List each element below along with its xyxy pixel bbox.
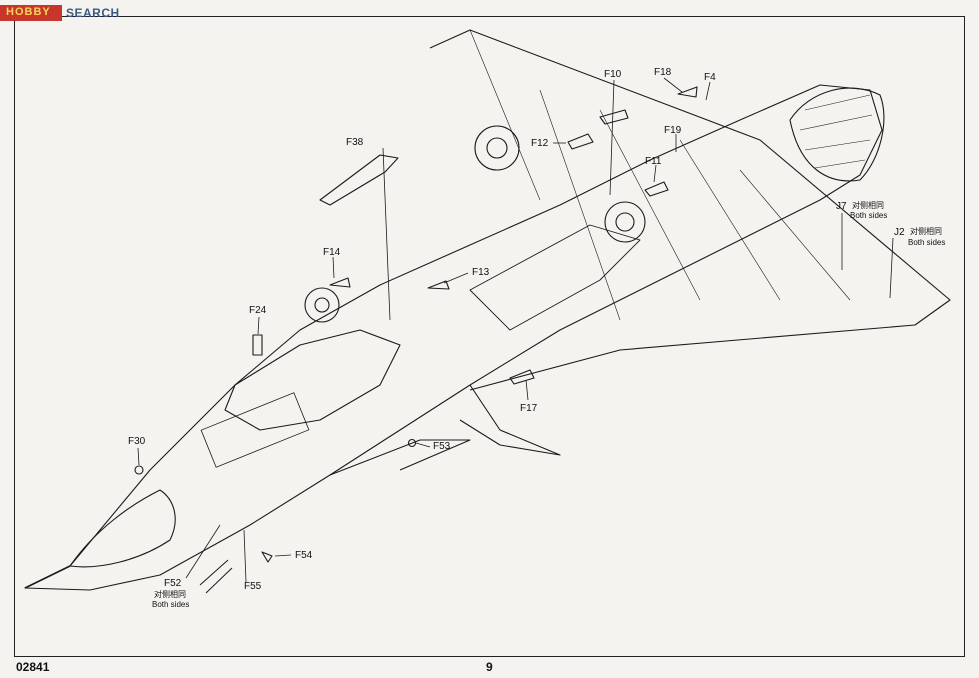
nose-cone xyxy=(69,489,176,568)
part-F18 xyxy=(677,86,698,98)
hobbysearch-watermark: HOBBY SEARCH xyxy=(0,4,120,22)
label-F12: F12 xyxy=(531,138,549,149)
engine-nozzle xyxy=(789,87,885,182)
label-F24: F24 xyxy=(249,305,267,316)
label-F52: F52 xyxy=(164,578,182,589)
part-F24 xyxy=(252,334,263,356)
note-F52-cn: 对侧相同 xyxy=(154,590,186,599)
nose-wheel xyxy=(304,287,340,323)
leader-lines xyxy=(137,77,894,583)
wheel-well xyxy=(469,224,641,331)
hobbysearch-logo: HOBBY xyxy=(0,5,62,21)
label-J2: J2 xyxy=(894,227,905,238)
label-F10: F10 xyxy=(604,69,622,80)
page-border xyxy=(14,16,965,657)
wing-panel-lines xyxy=(469,29,851,321)
part-F38 xyxy=(319,154,399,206)
label-F53: F53 xyxy=(433,441,451,452)
watermark-text: SEARCH xyxy=(66,6,120,20)
part-F13 xyxy=(427,280,450,290)
main-wheel-right xyxy=(604,201,646,243)
label-J7: J7 xyxy=(836,201,847,212)
ventral-fin xyxy=(459,384,561,456)
part-F55 xyxy=(199,559,233,594)
label-F11: F11 xyxy=(645,156,662,167)
label-F55: F55 xyxy=(244,581,262,592)
part-F53 xyxy=(407,438,417,448)
page-number: 9 xyxy=(486,660,493,674)
part-F12 xyxy=(567,133,594,150)
canopy xyxy=(224,329,401,431)
label-F13: F13 xyxy=(472,267,490,278)
fuselage-outline xyxy=(24,84,883,591)
label-F18: F18 xyxy=(654,67,672,78)
label-F38: F38 xyxy=(346,137,364,148)
note-J7-en: Both sides xyxy=(850,211,888,220)
label-F4: F4 xyxy=(704,72,716,83)
part-F30 xyxy=(134,465,144,475)
canard xyxy=(329,439,471,476)
label-F14: F14 xyxy=(323,247,341,258)
note-J2-cn: 对侧相同 xyxy=(910,227,942,236)
note-F52-en: Both sides xyxy=(152,600,190,609)
label-F17: F17 xyxy=(520,403,538,414)
label-F30: F30 xyxy=(128,436,146,447)
label-F54: F54 xyxy=(295,550,313,561)
kit-number: 02841 xyxy=(16,660,50,674)
part-F54 xyxy=(261,551,273,563)
note-J7-cn: 对侧相同 xyxy=(852,201,884,210)
note-J2-en: Both sides xyxy=(908,238,946,247)
main-wheel-left xyxy=(474,125,520,171)
part-F14 xyxy=(329,277,351,288)
part-F10 xyxy=(599,109,629,125)
pitot-probe xyxy=(24,565,71,589)
part-F11 xyxy=(644,181,669,197)
part-F17 xyxy=(509,369,535,385)
label-F19: F19 xyxy=(664,125,682,136)
